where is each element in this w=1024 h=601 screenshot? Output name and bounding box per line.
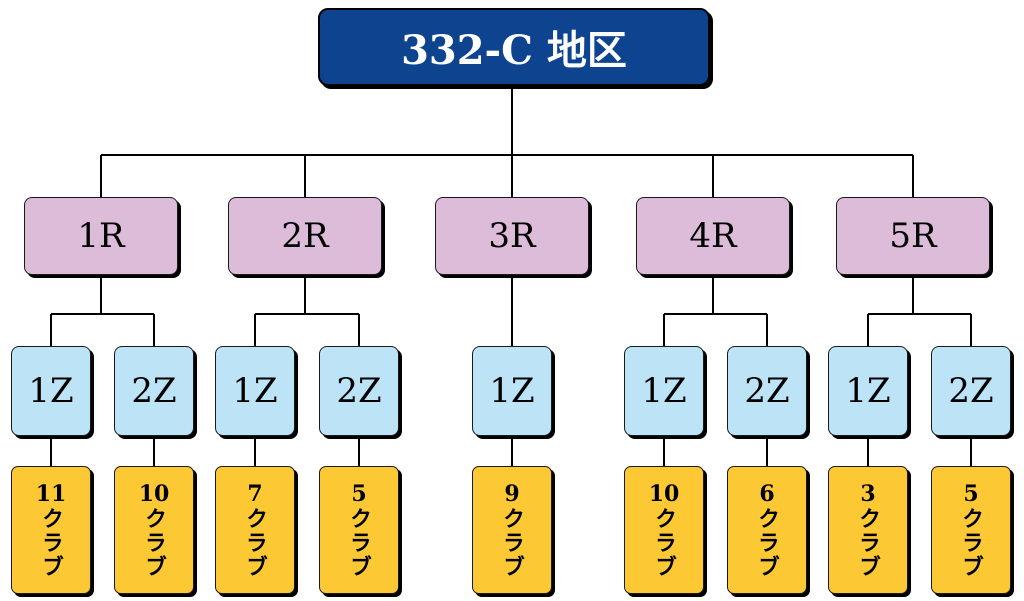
zone-label: 2Z <box>948 371 994 411</box>
club-box: 5 クラブ <box>319 466 399 594</box>
club-count: 10 <box>648 481 680 507</box>
club-unit: クラブ <box>38 507 64 579</box>
club-unit: クラブ <box>958 507 984 579</box>
club-box: 9 クラブ <box>472 466 552 594</box>
club-count: 9 <box>504 481 520 507</box>
zone-box: 2Z <box>319 346 399 436</box>
region-box-3: 3R <box>435 197 589 275</box>
region-box-1: 1R <box>24 197 178 275</box>
zone-label: 1Z <box>641 371 687 411</box>
club-box: 10 クラブ <box>624 466 704 594</box>
root-district-box: 332-C 地区 <box>318 8 710 86</box>
club-count: 6 <box>759 481 775 507</box>
zone-box: 1Z <box>11 346 91 436</box>
zone-label: 1Z <box>28 371 74 411</box>
region-label: 5R <box>889 216 937 256</box>
zone-box: 2Z <box>114 346 194 436</box>
region-box-5: 5R <box>836 197 990 275</box>
zone-label: 2Z <box>336 371 382 411</box>
club-count: 3 <box>860 481 876 507</box>
zone-label: 1Z <box>489 371 535 411</box>
club-count: 5 <box>963 481 979 507</box>
region-box-2: 2R <box>228 197 382 275</box>
zone-box: 1Z <box>624 346 704 436</box>
zone-label: 2Z <box>744 371 790 411</box>
club-unit: クラブ <box>346 507 372 579</box>
club-unit: クラブ <box>499 507 525 579</box>
club-count: 7 <box>247 481 263 507</box>
region-label: 3R <box>488 216 536 256</box>
region-label: 1R <box>77 216 125 256</box>
club-box: 10 クラブ <box>114 466 194 594</box>
club-unit: クラブ <box>754 507 780 579</box>
club-box: 6 クラブ <box>727 466 807 594</box>
club-count: 5 <box>351 481 367 507</box>
club-box: 3 クラブ <box>828 466 908 594</box>
zone-label: 1Z <box>845 371 891 411</box>
zone-box: 2Z <box>727 346 807 436</box>
club-unit: クラブ <box>242 507 268 579</box>
club-box: 11 クラブ <box>11 466 91 594</box>
region-label: 4R <box>689 216 737 256</box>
club-box: 5 クラブ <box>931 466 1011 594</box>
zone-label: 1Z <box>232 371 278 411</box>
root-district-label: 332-C 地区 <box>401 27 627 74</box>
club-box: 7 クラブ <box>215 466 295 594</box>
zone-box: 1Z <box>472 346 552 436</box>
club-unit: クラブ <box>141 507 167 579</box>
region-box-4: 4R <box>636 197 790 275</box>
zone-box: 2Z <box>931 346 1011 436</box>
zone-box: 1Z <box>828 346 908 436</box>
zone-box: 1Z <box>215 346 295 436</box>
region-label: 2R <box>281 216 329 256</box>
club-unit: クラブ <box>855 507 881 579</box>
club-count: 11 <box>35 481 67 507</box>
club-count: 10 <box>138 481 170 507</box>
club-unit: クラブ <box>651 507 677 579</box>
zone-label: 2Z <box>131 371 177 411</box>
